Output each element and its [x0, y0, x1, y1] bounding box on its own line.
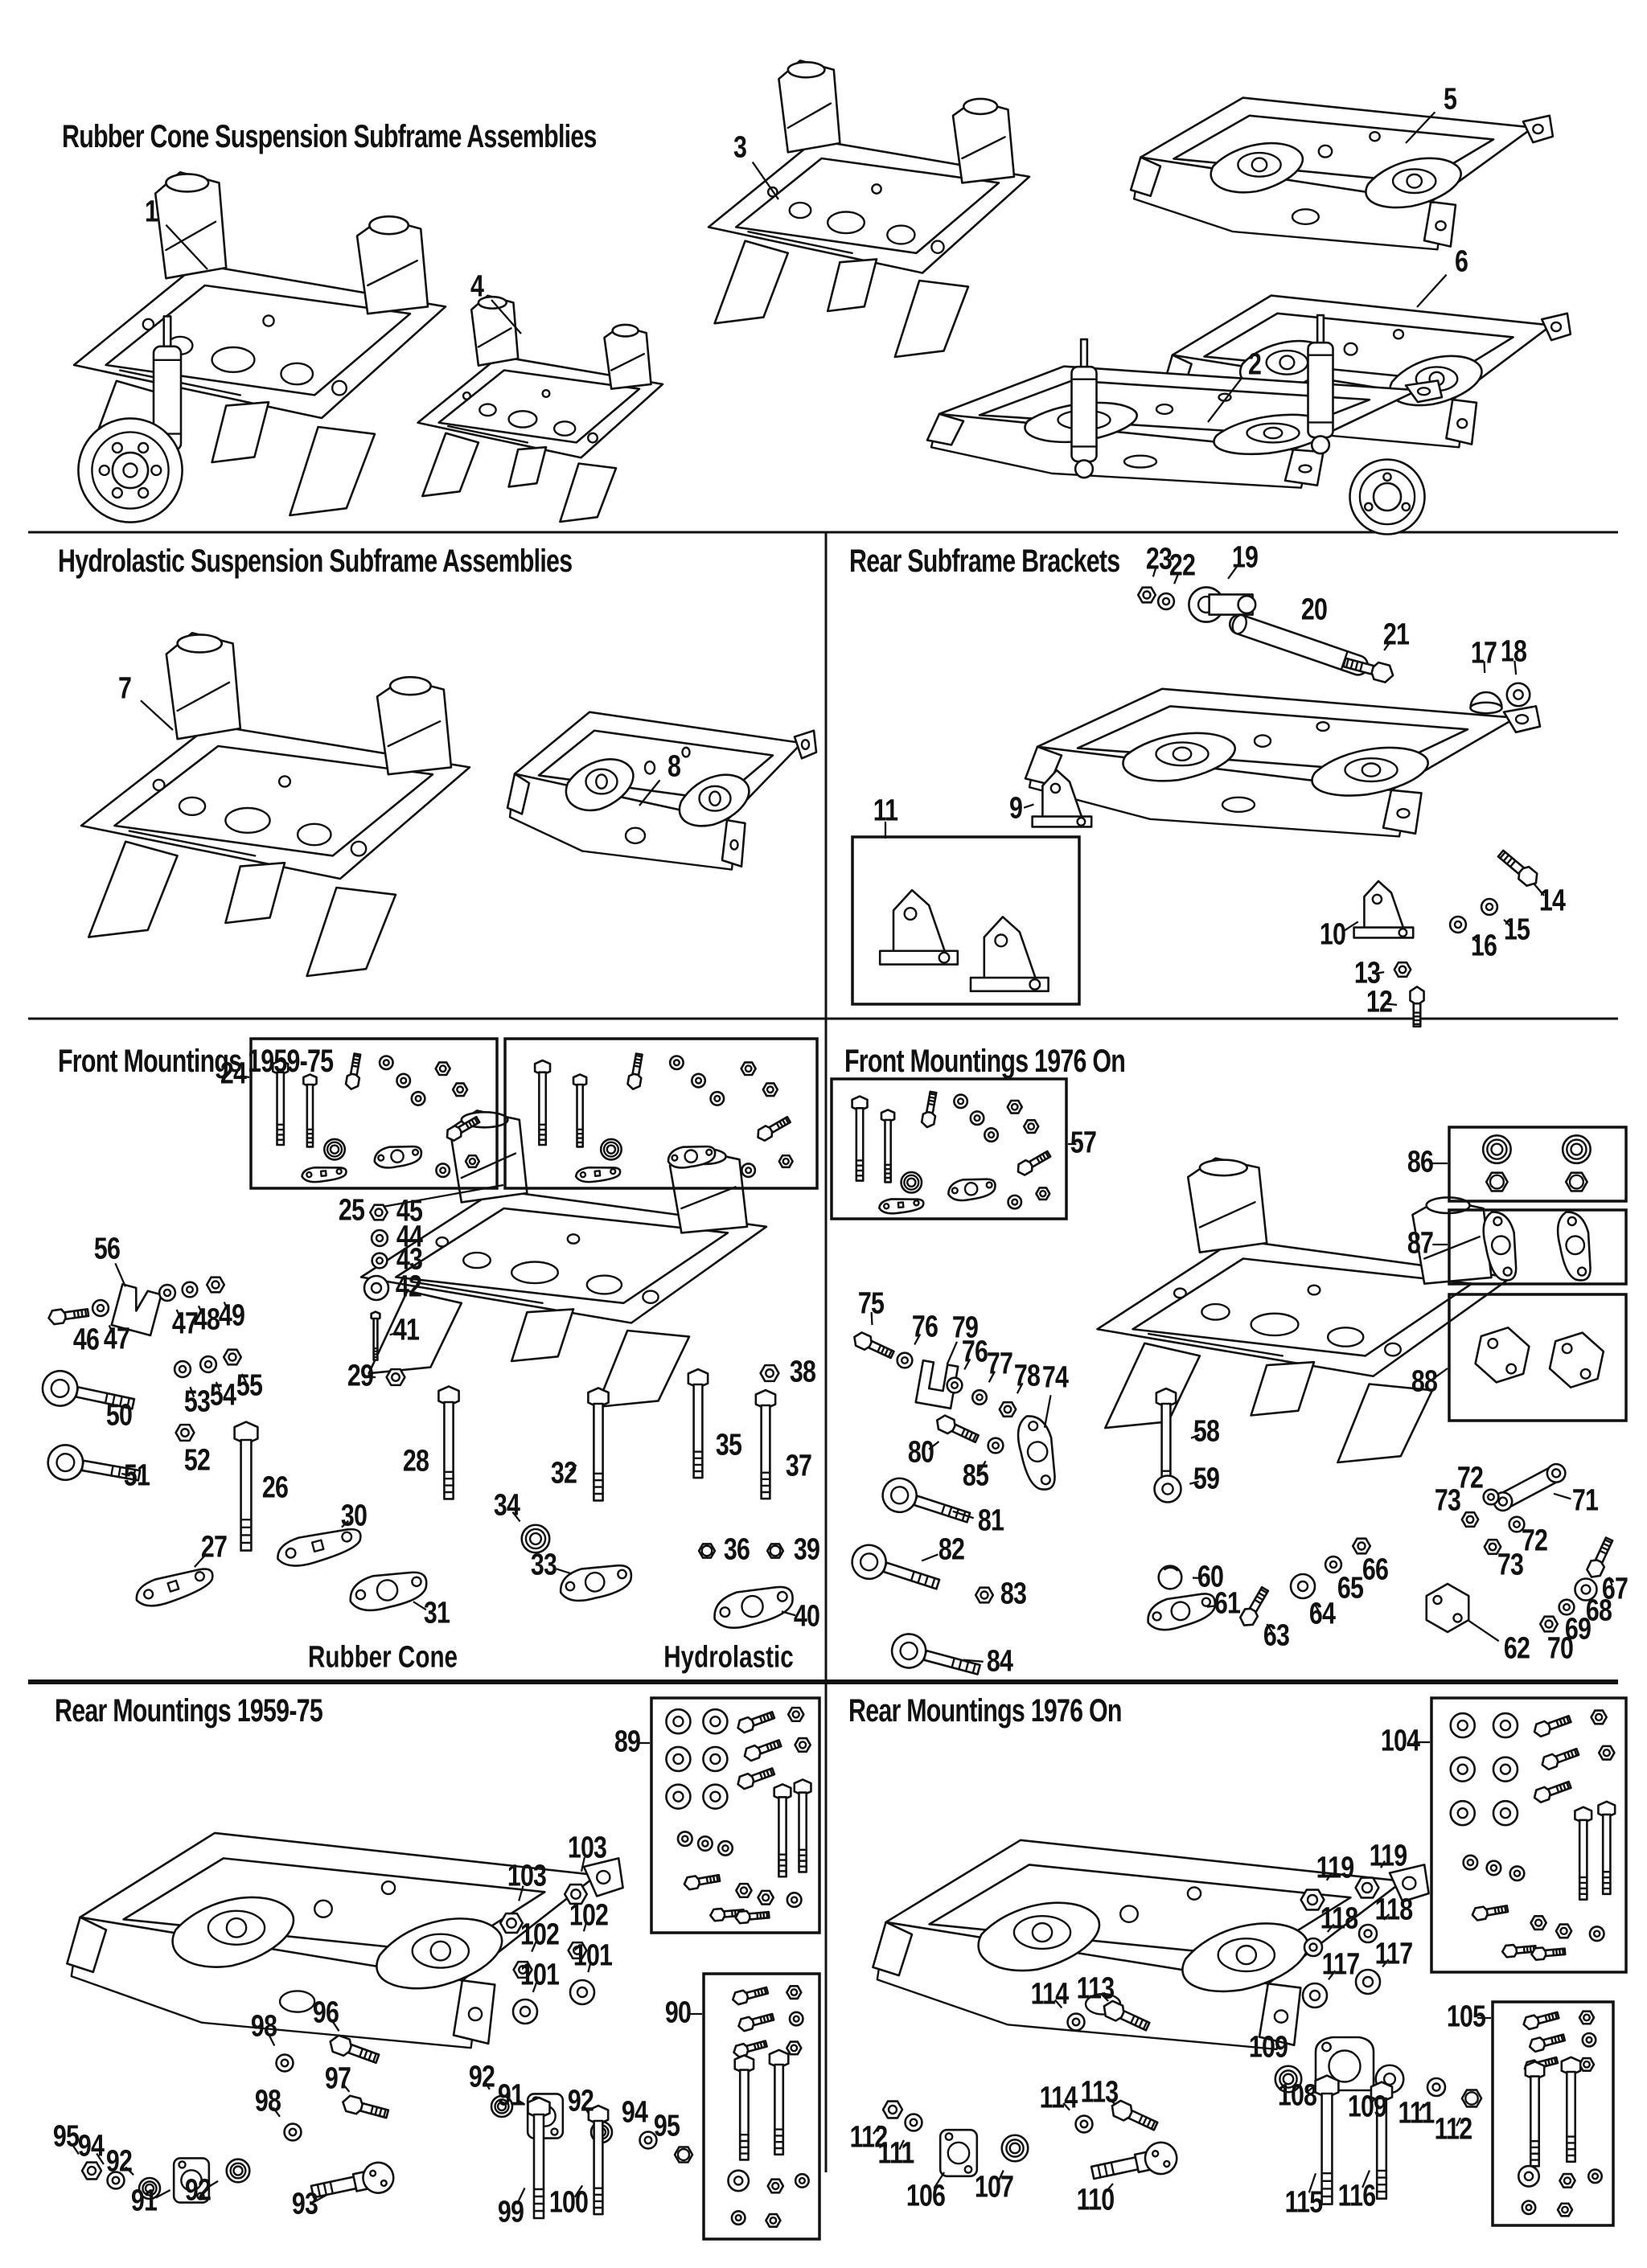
- diagram-artwork: [28, 0, 1647, 2268]
- parts-catalog-page: Rubber Cone Suspension Subframe Assembli…: [28, 0, 1647, 2268]
